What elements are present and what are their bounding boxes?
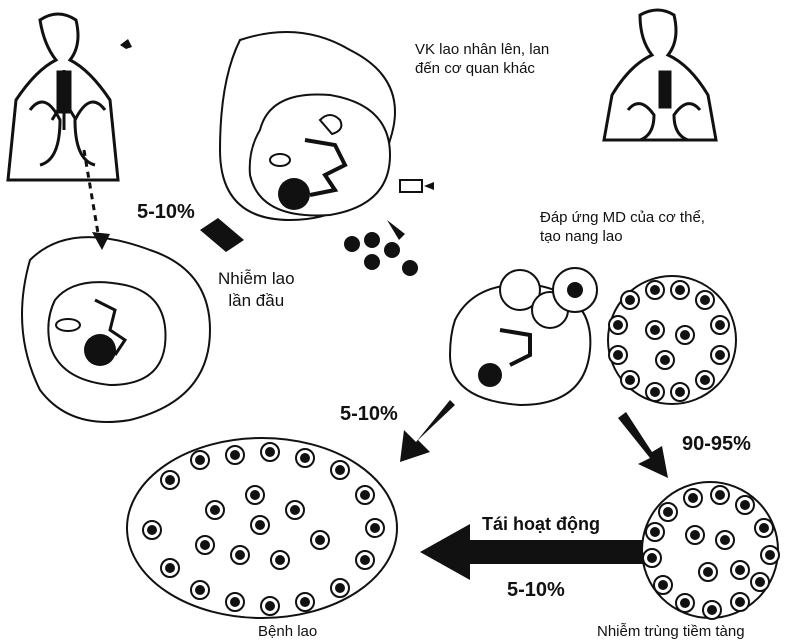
arrow-first-infection xyxy=(200,218,244,252)
label-immune-response: Đáp ứng MD của cơ thể, tạo nang lao xyxy=(540,208,705,246)
alveolus-left xyxy=(22,237,210,422)
human-torso-right xyxy=(604,10,716,140)
granuloma-right xyxy=(608,276,736,404)
label-pct-first: 5-10% xyxy=(137,200,195,224)
arrow-to-disease xyxy=(400,400,455,462)
immune-response-cluster xyxy=(450,268,597,405)
macrophage-center xyxy=(250,94,390,215)
alveolus-first-infection xyxy=(220,32,434,276)
label-spread: VK lao nhân lên, lan đến cơ quan khác xyxy=(415,40,549,78)
label-first-infection: Nhiễm lao lần đầu xyxy=(218,268,295,312)
label-disease: Bệnh lao xyxy=(258,622,317,641)
human-torso-left xyxy=(8,14,118,180)
tuberculosis-lesion xyxy=(127,438,397,618)
label-pct-latent: 90-95% xyxy=(682,432,751,456)
label-latent-infection: Nhiễm trùng tiềm tàng xyxy=(597,622,745,641)
inhalation-arrowhead xyxy=(92,232,110,250)
label-pct-reactivation: 5-10% xyxy=(507,578,565,602)
sketch-mark xyxy=(120,39,132,49)
arrow-to-latent xyxy=(618,412,668,478)
label-reactivation: Tái hoạt động xyxy=(482,512,600,536)
label-pct-direct: 5-10% xyxy=(340,402,398,426)
macrophage-left xyxy=(48,282,165,385)
latent-granuloma xyxy=(642,482,779,619)
